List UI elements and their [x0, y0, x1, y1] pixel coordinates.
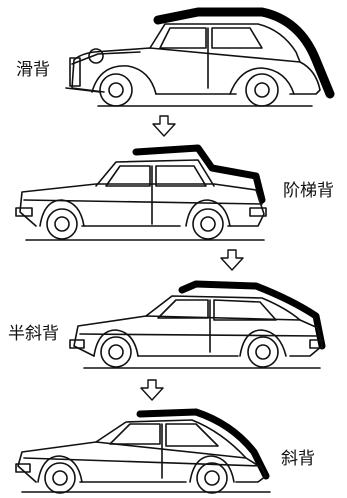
- front-hubcap: [108, 82, 124, 98]
- rear-fender: [229, 67, 295, 95]
- roof-outline-highlight: [153, 7, 335, 99]
- car-fastback: [15, 408, 271, 494]
- front-bumper: [65, 87, 101, 93]
- rear-wheel: [247, 336, 279, 368]
- front-bumper: [15, 207, 33, 217]
- window-rear: [213, 299, 277, 321]
- window-front: [105, 165, 151, 187]
- grille: [69, 57, 81, 87]
- window-front: [159, 27, 207, 49]
- window-front: [109, 423, 161, 445]
- car-body: [17, 441, 267, 483]
- rear-bumper: [249, 207, 267, 217]
- roof-outline-highlight: [132, 144, 266, 204]
- car-body: [19, 183, 265, 227]
- rear-bumper: [309, 339, 323, 349]
- down-arrow-2: [220, 249, 244, 271]
- front-hubcap: [108, 344, 124, 360]
- car-smooth-back: [65, 7, 335, 107]
- car-cabin: [95, 419, 247, 459]
- label-semi-fastback: 半斜背: [8, 324, 59, 344]
- label-fastback: 斜背: [281, 449, 315, 469]
- rear-hubcap: [255, 344, 271, 360]
- front-bumper: [15, 463, 31, 473]
- rear-wheel: [192, 208, 224, 240]
- down-arrow-3: [140, 379, 164, 401]
- label-smooth-back: 滑背: [16, 60, 50, 80]
- rear-wheel-arch: [189, 455, 235, 483]
- window-rear: [211, 27, 263, 49]
- window-front: [157, 299, 209, 319]
- rear-hubcap: [254, 82, 270, 98]
- rear-wheel-arch: [239, 329, 287, 357]
- front-fender: [91, 65, 157, 95]
- front-wheel-arch: [93, 329, 139, 357]
- rear-wheel: [245, 73, 279, 107]
- body-crease: [23, 457, 263, 467]
- rear-hubcap: [204, 470, 220, 486]
- roof-outline-highlight: [178, 280, 326, 350]
- front-wheel: [44, 462, 76, 494]
- hood-line: [71, 51, 141, 65]
- down-arrow-1: [152, 115, 176, 137]
- rear-wheel-arch: [185, 199, 231, 227]
- label-notchback: 阶梯背: [283, 181, 334, 201]
- rear-wheel: [196, 462, 228, 494]
- front-wheel-arch: [37, 455, 83, 483]
- roof-outline-highlight: [136, 408, 270, 480]
- car-cabin: [145, 295, 301, 321]
- car-cabin: [95, 159, 215, 187]
- front-hubcap: [52, 470, 68, 486]
- front-bumper: [69, 339, 85, 349]
- rear-hubcap: [200, 216, 216, 232]
- car-notchback: [15, 144, 267, 241]
- headlamp: [88, 48, 104, 64]
- front-hubcap: [54, 216, 70, 232]
- car-semi-fastback: [69, 280, 326, 369]
- body-crease: [79, 333, 319, 337]
- window-rear: [155, 165, 207, 187]
- window-rear: [165, 423, 219, 447]
- front-wheel: [99, 73, 133, 107]
- front-wheel: [100, 336, 132, 368]
- front-wheel: [46, 208, 78, 240]
- car-cabin: [149, 23, 301, 63]
- front-wheel-arch: [39, 199, 85, 227]
